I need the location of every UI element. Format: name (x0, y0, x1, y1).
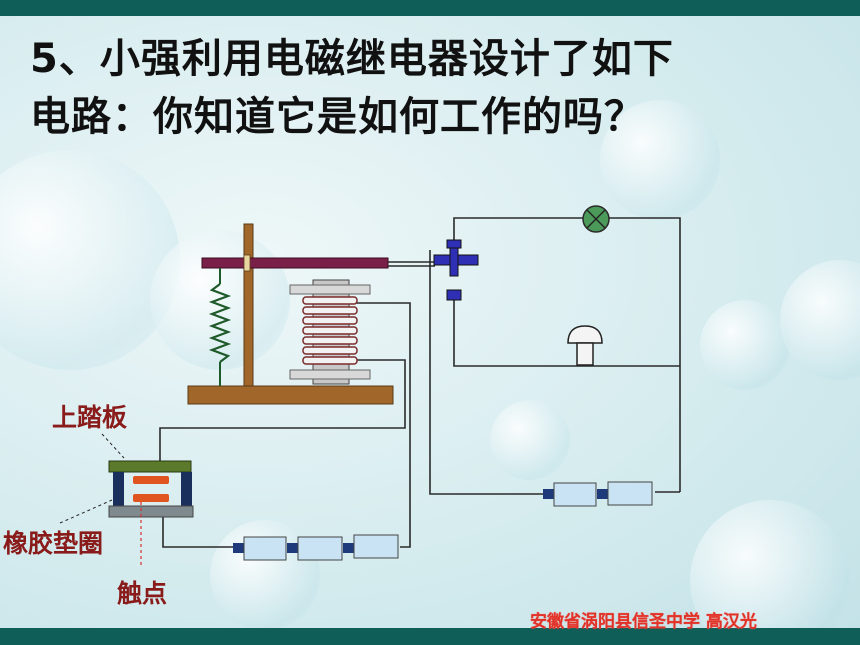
armature-pivot (243, 254, 251, 272)
battery-pack-bottom (233, 534, 399, 561)
label-pedal: 上踏板 (52, 403, 128, 432)
relay-contact-assembly (433, 239, 479, 301)
decor-bubble (700, 300, 790, 390)
label-contact: 触点 (117, 579, 168, 608)
top-banner (0, 0, 860, 16)
label-rubber-gasket: 橡胶垫圈 (3, 529, 104, 558)
decor-bubble (690, 500, 850, 645)
battery-pack-right (543, 481, 653, 507)
wire-control-battery-left (429, 250, 552, 495)
wire-lower-contact-to-bell (453, 300, 680, 367)
decor-bubble (600, 100, 720, 220)
wire-coil-to-switch-battery (350, 302, 411, 548)
decor-bubble (0, 150, 180, 370)
decor-bubble (490, 400, 570, 480)
armature-bar (201, 257, 389, 269)
relay-post (243, 223, 254, 387)
electromagnet-coil (289, 279, 371, 385)
wire-contact-to-lamp (453, 217, 681, 492)
bottom-banner (0, 628, 860, 645)
title-line-2: 电路：你知道它是如何工作的吗？ (30, 94, 645, 140)
spring (208, 268, 232, 386)
question-title: 5、小强利用电磁继电器设计了如下 电路：你知道它是如何工作的吗？ (30, 30, 850, 146)
lamp-icon (582, 205, 610, 233)
title-line-1: 5、小强利用电磁继电器设计了如下 (30, 36, 674, 82)
pedal-switch (108, 460, 194, 518)
author-credit: 安徽省涡阳县信圣中学 高汉光 (530, 612, 757, 632)
circuit-wires (159, 217, 681, 548)
wire-pedal-to-battery (162, 514, 240, 548)
wire-coil-to-pedal (159, 359, 406, 465)
bell-icon (567, 325, 603, 366)
relay-base (187, 385, 394, 405)
